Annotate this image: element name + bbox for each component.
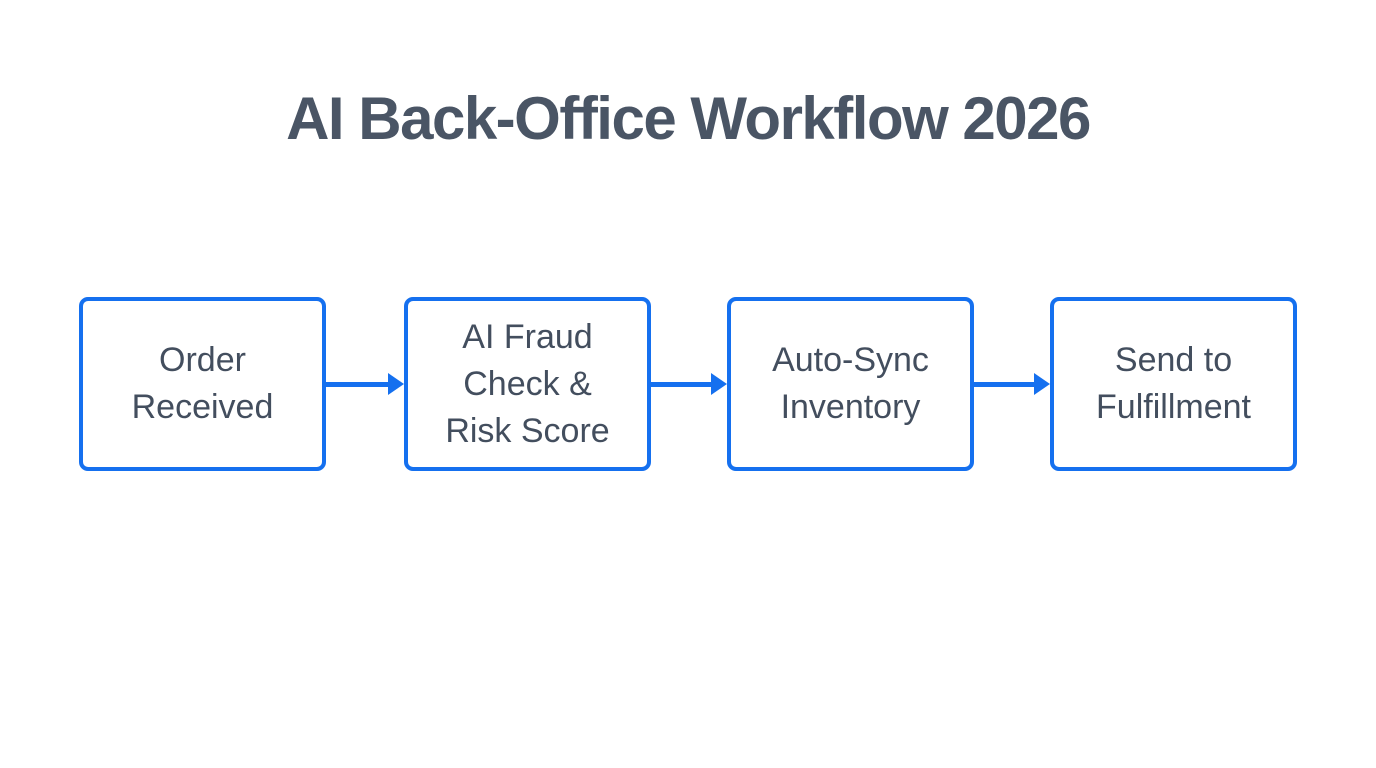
arrow-shaft — [974, 381, 1037, 387]
flow-node-ai-fraud-check-risk-score: AI Fraud Check & Risk Score — [404, 297, 651, 471]
flow-node-label: AI Fraud Check & Risk Score — [445, 317, 610, 450]
flow-connector — [326, 373, 404, 395]
flow-connector — [974, 373, 1050, 395]
arrow-shaft — [326, 381, 391, 387]
flow-node-send-to-fulfillment: Send to Fulfillment — [1050, 297, 1297, 471]
flow-node-auto-sync-inventory: Auto-Sync Inventory — [727, 297, 974, 471]
flow-node-label: Order Received — [131, 341, 274, 426]
arrow-shaft — [651, 381, 714, 387]
arrow-right-head-icon — [711, 373, 727, 395]
flow-connector — [651, 373, 727, 395]
arrow-right-head-icon — [388, 373, 404, 395]
arrow-right-head-icon — [1034, 373, 1050, 395]
flow-node-order-received: Order Received — [79, 297, 326, 471]
flow-node-label: Send to Fulfillment — [1096, 341, 1251, 426]
flow-node-label: Auto-Sync Inventory — [772, 341, 929, 426]
page-title: AI Back-Office Workflow 2026 — [286, 85, 1091, 152]
